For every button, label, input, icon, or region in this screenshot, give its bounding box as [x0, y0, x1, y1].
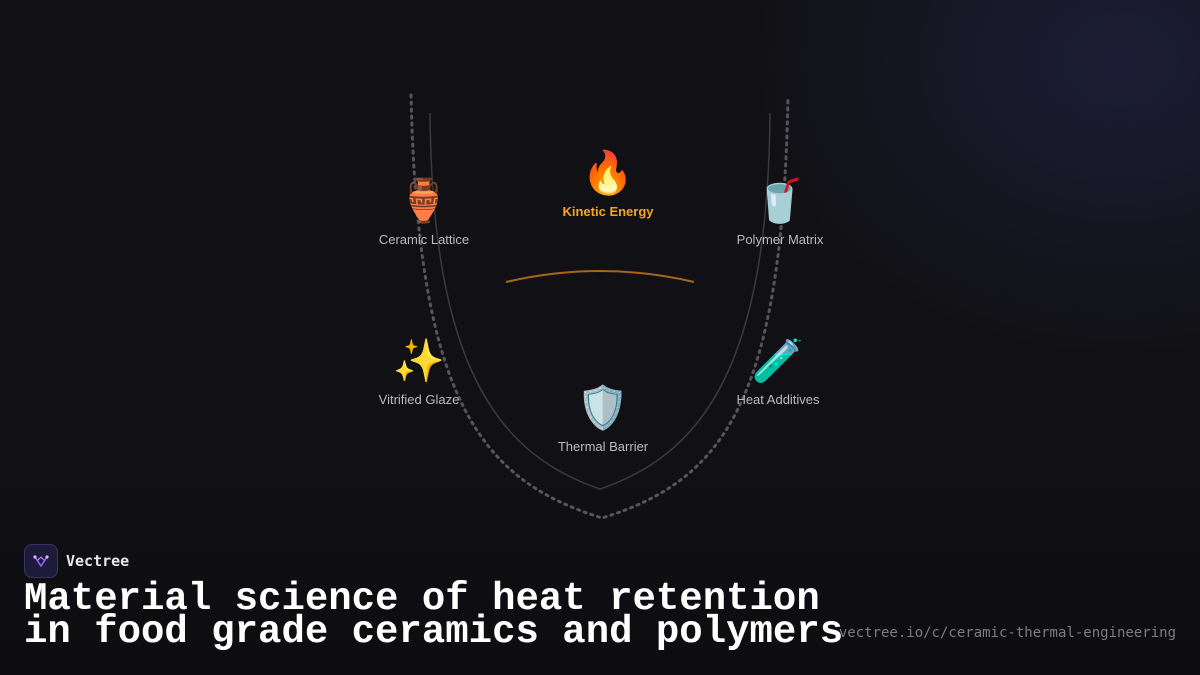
- node-kinetic-energy: 🔥 Kinetic Energy: [518, 148, 698, 219]
- energy-arc: [505, 270, 695, 283]
- source-url: vectree.io/c/ceramic-thermal-engineering: [838, 625, 1176, 641]
- amphora-icon: 🏺: [397, 177, 451, 224]
- node-vitrified-glaze: ✨ Vitrified Glaze: [329, 336, 509, 407]
- brand-name: Vectree: [66, 552, 130, 570]
- node-heat-additives: 🧪 Heat Additives: [688, 336, 868, 407]
- inner-curve: [429, 112, 771, 490]
- sparkles-icon: ✨: [392, 337, 446, 384]
- shield-icon: 🛡️: [576, 384, 630, 431]
- vectree-logo-icon: [24, 544, 58, 578]
- node-ceramic-lattice: 🏺 Ceramic Lattice: [334, 176, 514, 247]
- node-label: Vitrified Glaze: [378, 392, 460, 407]
- cup-with-straw-icon: 🥤: [753, 177, 807, 224]
- node-label: Polymer Matrix: [736, 232, 824, 247]
- node-label: Kinetic Energy: [562, 204, 654, 219]
- node-label: Heat Additives: [736, 392, 820, 407]
- brand: Vectree: [24, 544, 129, 578]
- outer-dotted-curve: [409, 93, 790, 520]
- fire-icon: 🔥: [581, 149, 635, 196]
- page-title: Material science of heat retention in fo…: [24, 577, 844, 654]
- node-label: Ceramic Lattice: [378, 232, 470, 247]
- test-tube-icon: 🧪: [751, 337, 805, 384]
- node-label: Thermal Barrier: [557, 439, 649, 454]
- node-polymer-matrix: 🥤 Polymer Matrix: [690, 176, 870, 247]
- node-thermal-barrier: 🛡️ Thermal Barrier: [513, 383, 693, 454]
